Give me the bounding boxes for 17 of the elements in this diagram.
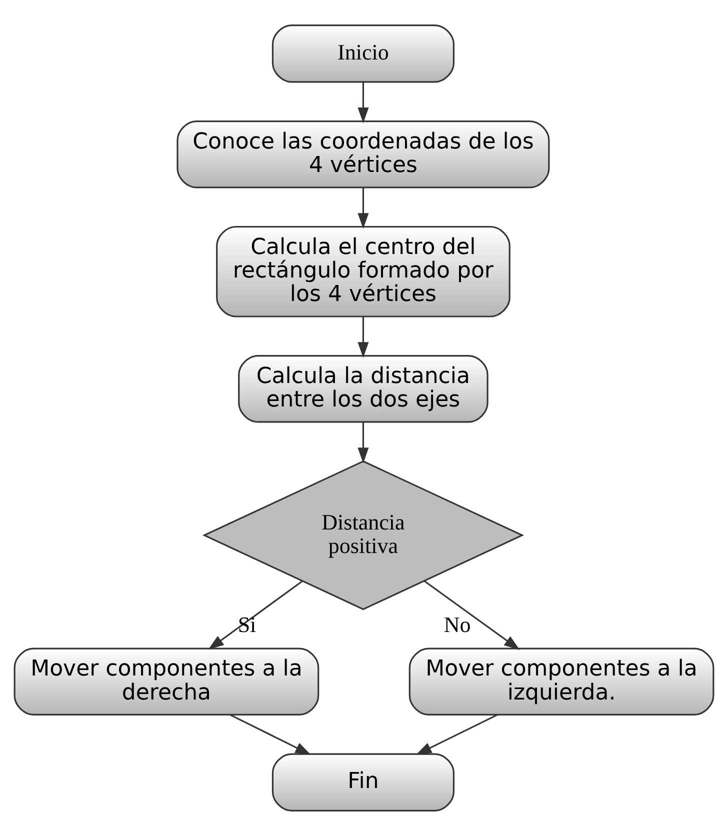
arrow [358, 187, 369, 228]
arrow [424, 580, 520, 650]
arrow [416, 714, 498, 754]
arrow [358, 316, 369, 358]
node-box: Mover componentes a la izquierda. [408, 647, 714, 715]
edge-label: No [444, 612, 471, 637]
node-box: Inicio [272, 24, 454, 82]
node-box: Fin [272, 752, 454, 811]
node-diamond: Distancia positiva [202, 460, 524, 610]
node-box: Calcula el centro del rectángulo formado por los 4 vértices [216, 225, 510, 317]
node-box: Calcula la distancia entre los dos ejes [238, 354, 488, 422]
arrow [358, 422, 369, 463]
arrow [358, 82, 369, 123]
node-box: Conoce las coordenadas de los 4 vértices [176, 120, 550, 188]
arrow [208, 580, 302, 650]
node-box: Mover componentes a la derecha [14, 647, 320, 715]
arrow [230, 714, 312, 754]
